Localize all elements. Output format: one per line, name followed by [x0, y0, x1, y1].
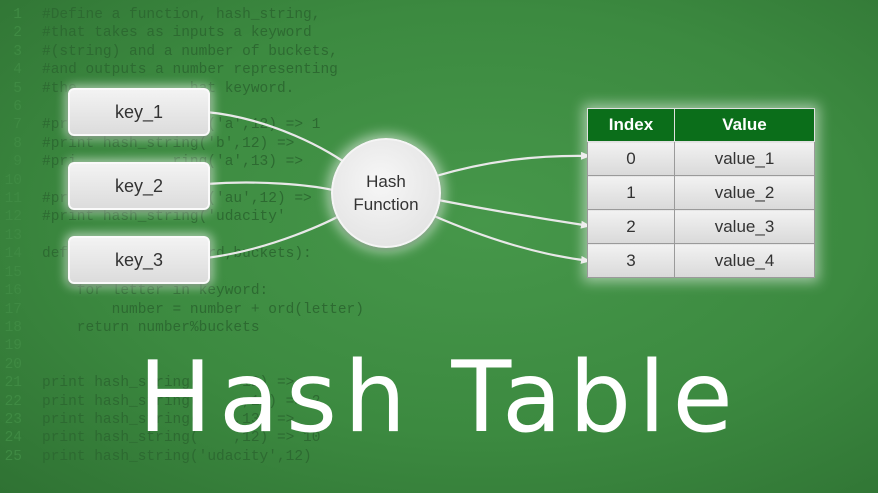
buckets-table: Index Value 0 value_1 1 value_2 2 value_… — [587, 108, 815, 278]
code-text: #(string) and a number of buckets, — [42, 43, 338, 60]
line-number: 15 — [4, 264, 22, 281]
line-number: 23 — [4, 411, 22, 428]
code-line: 2 #that takes as inputs a keyword — [0, 24, 364, 42]
code-line: 20 — [0, 356, 364, 374]
code-text: #print hash_string('b',12) => — [42, 135, 312, 152]
code-line: 4 #and outputs a number representing — [0, 61, 364, 79]
line-number: 22 — [4, 393, 22, 410]
line-number: 25 — [4, 448, 22, 465]
code-line: 3 #(string) and a number of buckets, — [0, 43, 364, 61]
code-text: print hash_string( ,12) => 10 — [42, 430, 321, 447]
arrow-key1-to-hash — [204, 110, 354, 170]
code-text: #that takes as inputs a keyword — [42, 25, 312, 42]
table-row: 2 value_3 — [587, 209, 815, 244]
line-number: 3 — [13, 43, 22, 60]
line-number: 7 — [13, 117, 22, 134]
line-number: 5 — [13, 80, 22, 97]
code-text: for letter in keyword: — [42, 283, 269, 300]
key-label: key_2 — [114, 175, 164, 196]
code-line: 8 #print hash_string('b',12) => — [0, 135, 364, 153]
page-title: Hash Table — [138, 341, 740, 455]
line-number: 16 — [4, 283, 22, 300]
key-box-1: key_1 — [68, 88, 210, 136]
code-text: print hash_string( 12) => — [42, 375, 312, 392]
code-line: 17 number = number + ord(letter) — [0, 301, 364, 319]
code-line: 12 #print hash_string('udacity' — [0, 208, 364, 226]
arrow-hash-to-value1 — [434, 151, 592, 178]
table-row: 0 value_1 — [587, 141, 815, 176]
hash-function-label-line2: Function — [353, 195, 419, 214]
line-number: 11 — [4, 191, 22, 208]
line-number: 13 — [4, 227, 22, 244]
code-line: 22 print hash_string( ,12) => 2 — [0, 393, 364, 411]
code-text: print hash_string( ,12) => 2 — [42, 393, 321, 410]
table-row: 3 value_4 — [587, 243, 815, 278]
line-number: 19 — [4, 338, 22, 355]
line-number: 24 — [4, 430, 22, 447]
index-cell: 2 — [587, 209, 675, 244]
line-number: 21 — [4, 375, 22, 392]
background-code-listing: 1 #Define a function, hash_string, 2 #that … — [0, 6, 364, 466]
code-line: 18 return number%buckets — [0, 319, 364, 337]
line-number: 17 — [4, 301, 22, 318]
key-box-2: key_2 — [68, 162, 210, 210]
code-line: 23 print hash_string( ,13) => — [0, 411, 364, 429]
code-line: 24 print hash_string( ,12) => 10 — [0, 429, 364, 447]
arrow-hash-to-value3 — [436, 198, 592, 229]
hash-function-label-line1: Hash — [366, 172, 406, 191]
key-label: key_3 — [114, 249, 164, 270]
value-cell: value_2 — [674, 175, 815, 210]
code-text: #Define a function, hash_string, — [42, 7, 321, 23]
line-number: 6 — [13, 99, 22, 116]
code-line: 16 for letter in keyword: — [0, 282, 364, 300]
code-text: print hash_string( ,13) => — [42, 411, 312, 428]
table-row: 1 value_2 — [587, 175, 815, 210]
line-number: 10 — [4, 172, 22, 189]
code-line: 25 print hash_string('udacity',12) — [0, 448, 364, 466]
index-column-header: Index — [587, 108, 675, 142]
code-text: print hash_string('udacity',12) — [42, 448, 312, 465]
line-number: 18 — [4, 319, 22, 336]
arrow-key2-to-hash — [204, 181, 335, 192]
value-cell: value_1 — [674, 141, 815, 176]
line-number: 4 — [13, 62, 22, 79]
index-cell: 3 — [587, 243, 675, 278]
table-header-row: Index Value — [587, 108, 815, 142]
line-number: 1 — [13, 7, 22, 23]
code-text: def yword,buckets): — [42, 246, 312, 263]
arrow-hash-to-value4 — [432, 214, 592, 264]
value-column-header: Value — [674, 108, 815, 142]
code-line: 10 — [0, 172, 364, 190]
key-box-3: key_3 — [68, 236, 210, 284]
line-number: 8 — [13, 135, 22, 152]
code-line: 15 — [0, 264, 364, 282]
code-line: 13 — [0, 227, 364, 245]
code-text: number = number + ord(letter) — [42, 301, 364, 318]
line-number: 14 — [4, 246, 22, 263]
code-line: 1 #Define a function, hash_string, — [0, 6, 364, 24]
code-line: 19 — [0, 337, 364, 355]
code-line: 6 — [0, 98, 364, 116]
hash-function-node: Hash Function — [331, 138, 441, 248]
line-number: 9 — [13, 154, 22, 171]
value-cell: value_3 — [674, 209, 815, 244]
value-cell: value_4 — [674, 243, 815, 278]
arrow-key3-to-hash — [204, 208, 352, 260]
code-text: return number%buckets — [42, 319, 260, 336]
line-number: 12 — [4, 209, 22, 226]
index-cell: 1 — [587, 175, 675, 210]
line-number: 20 — [4, 356, 22, 373]
code-line: 21 print hash_string( 12) => — [0, 374, 364, 392]
index-cell: 0 — [587, 141, 675, 176]
key-label: key_1 — [114, 101, 164, 122]
code-line: 14 def yword,buckets): — [0, 245, 364, 263]
code-text: #print hash_string('udacity' — [42, 209, 304, 226]
code-text: #and outputs a number representing — [42, 62, 338, 79]
line-number: 2 — [13, 25, 22, 42]
